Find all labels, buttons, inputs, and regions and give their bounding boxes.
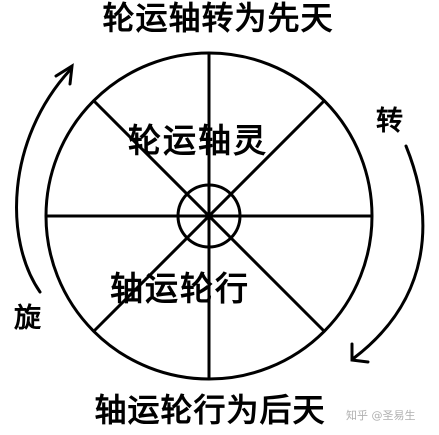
wheel-lower-label: 轴运轮行 (110, 269, 250, 308)
rotate-left-label: 旋 (14, 303, 41, 334)
axle-hub (176, 183, 242, 249)
wheel-spokes (46, 53, 372, 379)
rotate-right-label: 转 (376, 106, 403, 137)
spoke-diagonal-b (92, 99, 326, 333)
diagram-title-top: 轮运轴转为先天 (102, 0, 334, 37)
watermark: 知乎 @圣易生 (346, 409, 416, 422)
diagram-title-bottom: 轴运轮行为后天 (94, 391, 326, 429)
wheel-upper-label: 轮运轴灵 (128, 121, 268, 160)
curved-arrow-down-icon (350, 144, 425, 364)
curved-arrow-up-icon (15, 63, 74, 294)
